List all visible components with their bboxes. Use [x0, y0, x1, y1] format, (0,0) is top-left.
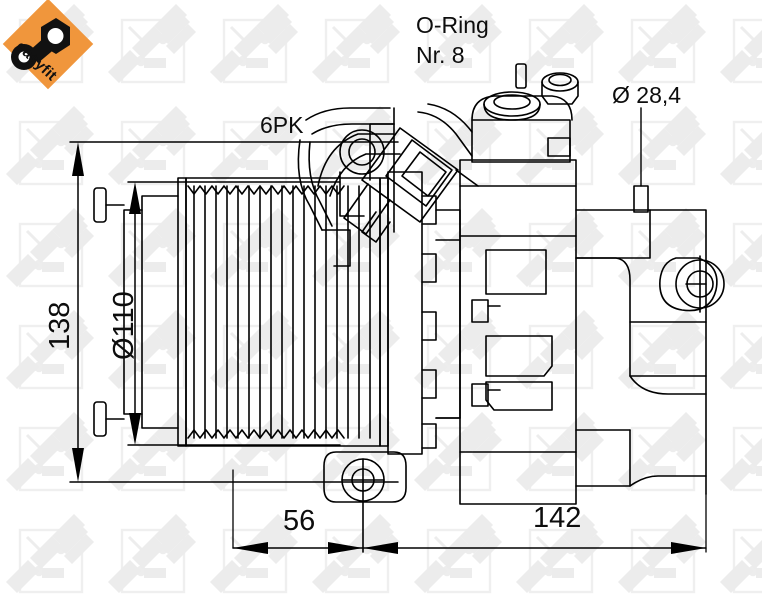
front-housing [387, 171, 461, 455]
upper-bracket [297, 107, 401, 267]
mounting-lug-center [323, 451, 407, 553]
callout-o-ring: O-Ring Nr. 8 [416, 10, 489, 70]
callout-diameter-28-4: Ø 28,4 [612, 82, 682, 108]
dim-label-142: 142 [533, 502, 582, 534]
dim-label-110: Ø110 [108, 291, 140, 360]
dim-56 [232, 542, 364, 554]
dim-label-138: 138 [44, 301, 76, 350]
dim-label-56: 56 [283, 505, 316, 537]
dim-110 [127, 181, 341, 446]
block-step [435, 239, 461, 419]
callout-belt-6pk: 6PK [260, 112, 304, 138]
easyfit-badge: easyfit [2, 0, 104, 96]
cylinder-block [459, 159, 577, 505]
rear-head [575, 185, 707, 495]
callout-o-ring-line2: Nr. 8 [416, 42, 465, 68]
dim-142 [362, 542, 707, 554]
pulley-6pk [177, 177, 389, 447]
callout-o-ring-line1: O-Ring [416, 12, 489, 38]
oring-manifold [471, 63, 579, 163]
